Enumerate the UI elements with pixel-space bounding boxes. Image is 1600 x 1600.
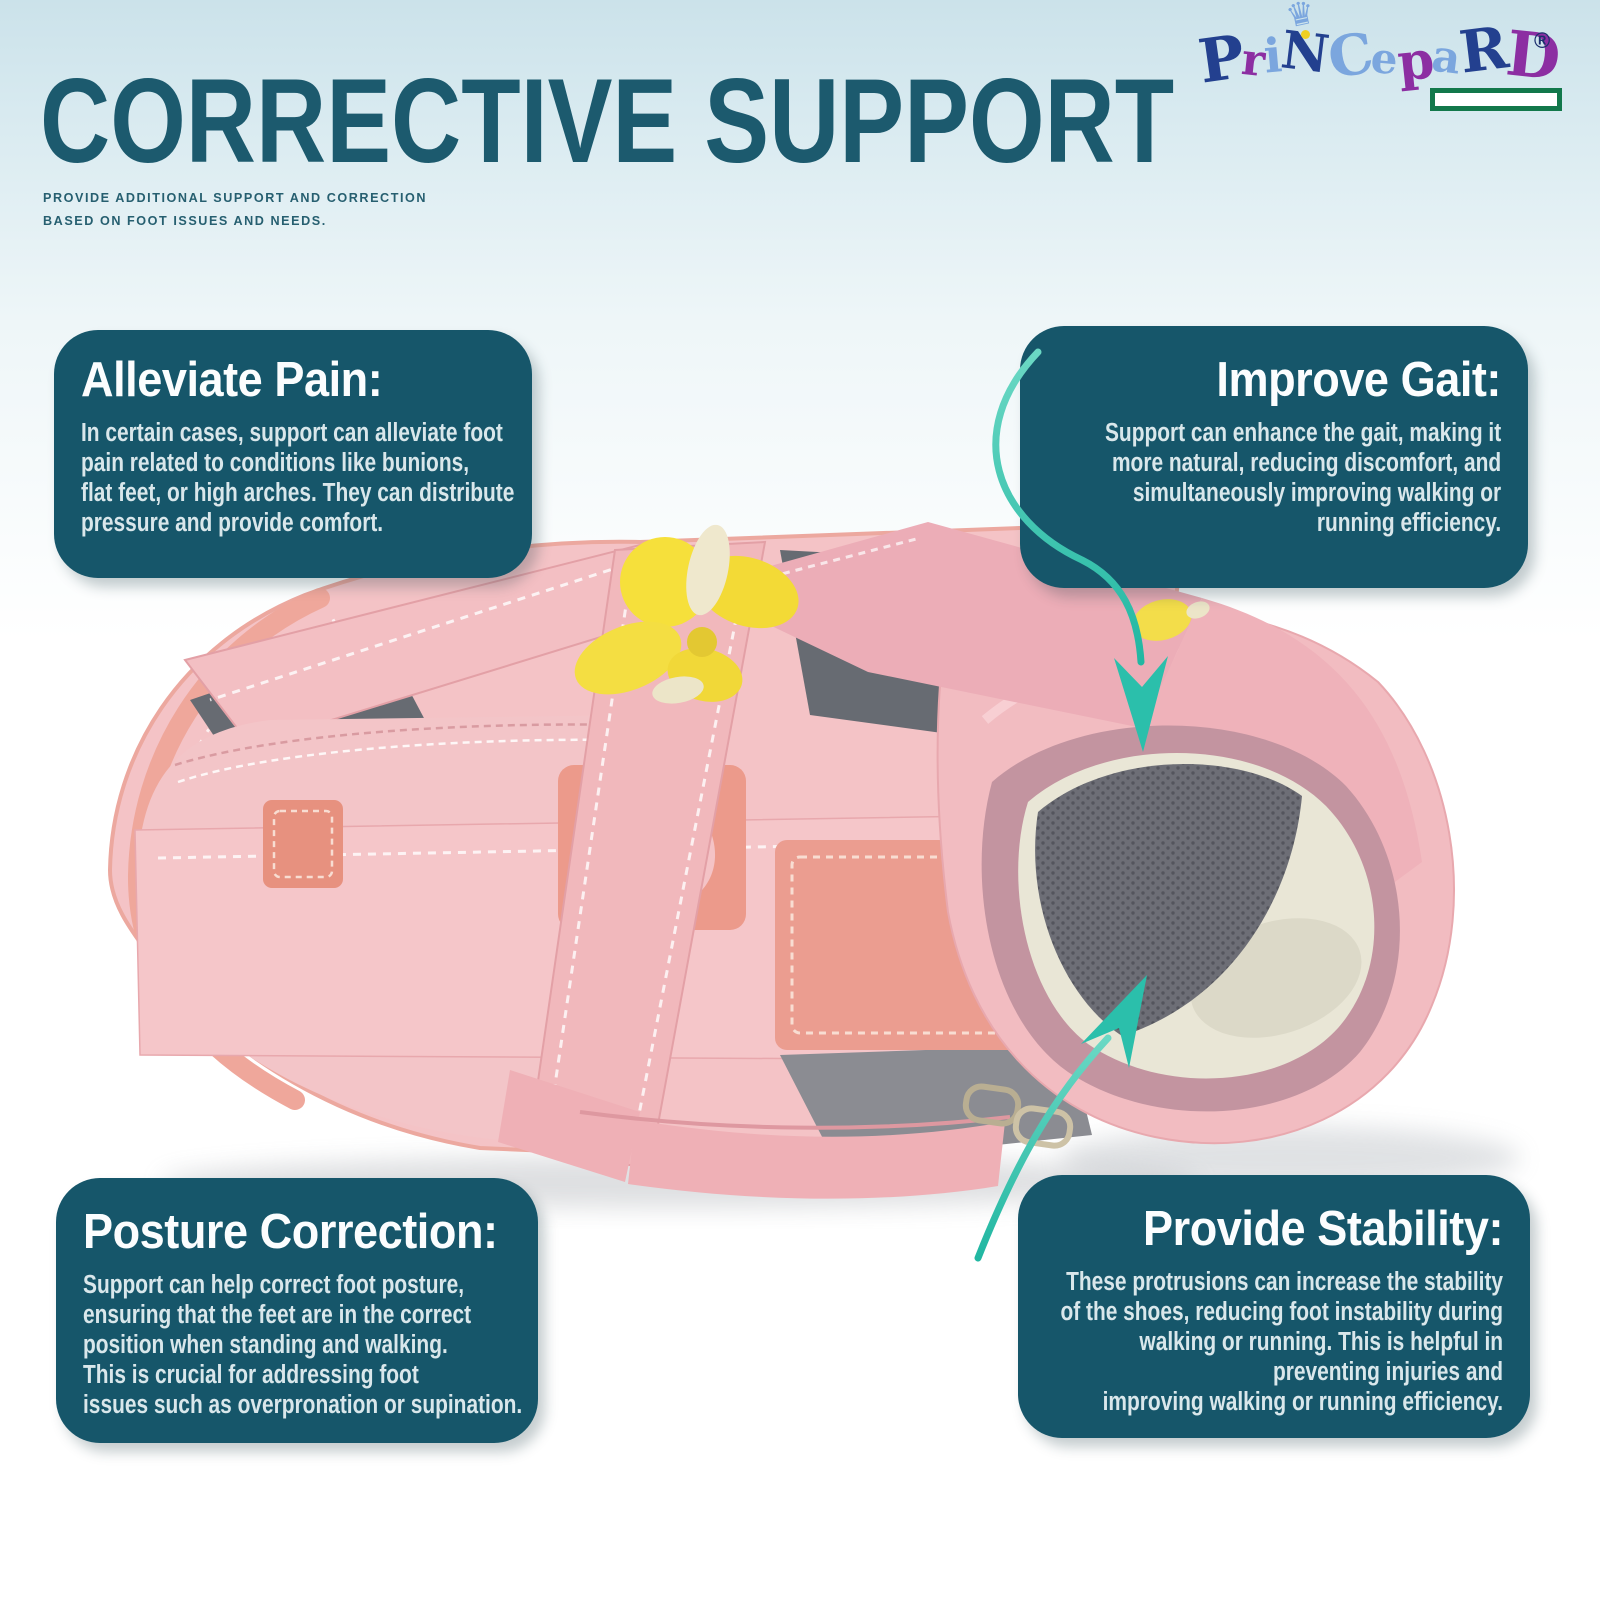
logo-letter: C: [1323, 19, 1377, 92]
crown-icon: ♛: [1282, 0, 1319, 35]
brand-logo: PriNCepaRD ♛ ®: [1194, 0, 1573, 120]
callout-heading: Provide Stability:: [1143, 1202, 1503, 1256]
page-title: CORRECTIVE SUPPORT: [40, 54, 1175, 188]
subtitle-line-1: PROVIDE ADDITIONAL SUPPORT AND CORRECTIO…: [43, 190, 428, 205]
callout-body: In certain cases, support can alleviate …: [81, 419, 515, 537]
logo-letter: R: [1455, 13, 1511, 87]
logo-underline: [1430, 88, 1562, 111]
logo-wordmark: PriNCepaRD: [1194, 13, 1563, 97]
logo-letter: D: [1502, 16, 1564, 95]
crown-dot-icon: [1301, 30, 1310, 39]
logo-letter: p: [1394, 29, 1437, 94]
callout-provide-stability: Provide Stability: These protrusions can…: [1018, 1175, 1530, 1438]
callout-body: Support can help correct foot posture, e…: [83, 1271, 523, 1419]
callout-posture-correction: Posture Correction: Support can help cor…: [56, 1178, 538, 1443]
callout-heading: Posture Correction:: [83, 1205, 498, 1259]
flower-icon: [574, 524, 799, 704]
subtitle-line-2: BASED ON FOOT ISSUES AND NEEDS.: [43, 213, 327, 228]
callout-heading: Improve Gait:: [1216, 353, 1501, 407]
registered-mark-icon: ®: [1534, 28, 1551, 53]
callout-body: These protrusions can increase the stabi…: [1060, 1268, 1503, 1416]
callout-heading: Alleviate Pain:: [81, 353, 383, 407]
callout-alleviate-pain: Alleviate Pain: In certain cases, suppor…: [54, 330, 532, 578]
callout-improve-gait: Improve Gait: Support can enhance the ga…: [1020, 326, 1528, 588]
logo-letter: e: [1369, 32, 1400, 85]
callout-body: Support can enhance the gait, making it …: [1104, 419, 1501, 537]
page-subtitle: PROVIDE ADDITIONAL SUPPORT AND CORRECTIO…: [43, 186, 427, 232]
